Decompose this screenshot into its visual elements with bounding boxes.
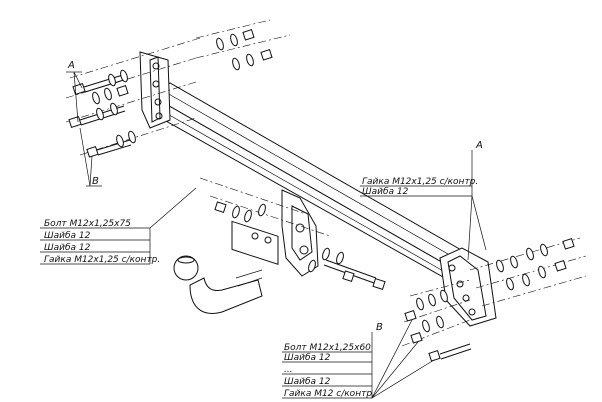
left-callout-line-3: Шайба 12 xyxy=(44,243,91,253)
ref-letter-a-right: A xyxy=(475,140,483,151)
left-fasteners xyxy=(68,69,136,158)
right-mounting-bracket xyxy=(439,247,497,327)
left-callout-line-1: Болт M12x1,25x75 xyxy=(44,219,131,229)
right-callout-line-1: Гайка M12x1,25 с/контр. xyxy=(362,177,478,187)
cross-beam xyxy=(149,82,471,283)
tow-ball-and-neck xyxy=(173,220,279,314)
hitch-fasteners xyxy=(199,177,386,290)
callout-leaders xyxy=(40,71,487,399)
left-mounting-bracket xyxy=(139,51,171,129)
right-callout-line-2: Шайба 12 xyxy=(362,187,409,197)
right-fasteners xyxy=(401,237,587,362)
top-right-fasteners xyxy=(216,29,273,71)
left-callout: Болт M12x1,25x75 Шайба 12 Шайба 12 Гайка… xyxy=(44,219,160,265)
ref-letter-b-left: B xyxy=(92,176,99,187)
bottom-callout-line-5: Гайка M12 с/контр. xyxy=(284,389,375,399)
reference-letters: A B A B xyxy=(67,60,483,333)
bottom-callout-line-2: Шайба 12 xyxy=(284,353,331,363)
left-callout-line-4: Гайка M12x1,25 с/контр. xyxy=(44,255,160,265)
right-top-callout: Гайка M12x1,25 с/контр. Шайба 12 xyxy=(362,177,478,197)
bottom-callout-line-1: Болт M12x1,25x60 xyxy=(284,343,371,353)
bottom-callout-line-3: ... xyxy=(284,365,293,375)
left-callout-line-2: Шайба 12 xyxy=(44,231,91,241)
bottom-callout-line-4: Шайба 12 xyxy=(284,377,331,387)
ref-letter-b-bottom: B xyxy=(376,322,383,333)
bottom-callout: Болт M12x1,25x60 Шайба 12 ... Шайба 12 Г… xyxy=(284,343,375,399)
ref-letter-a-left: A xyxy=(67,60,75,71)
